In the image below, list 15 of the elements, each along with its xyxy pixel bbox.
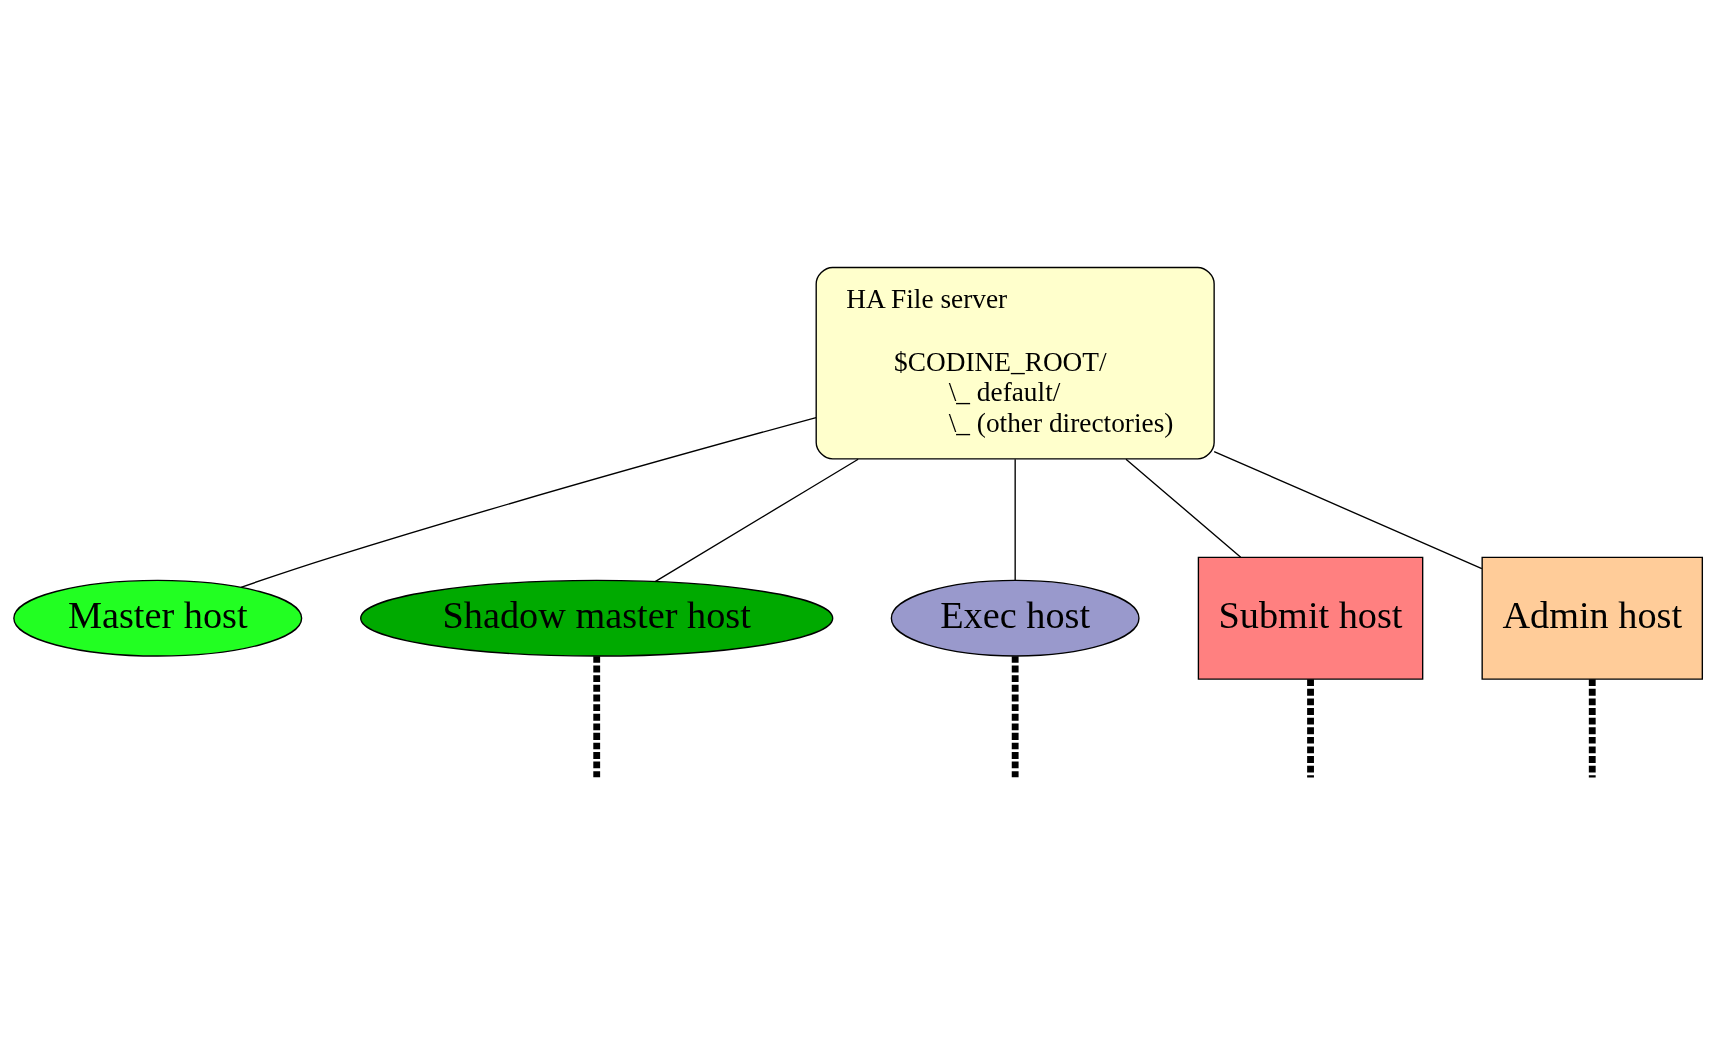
connector <box>1307 678 1314 777</box>
connector <box>240 416 817 588</box>
connector <box>654 458 859 582</box>
connector <box>1014 458 1016 581</box>
connector <box>1588 678 1596 777</box>
node-box: Submit host <box>1197 556 1424 680</box>
node-box: HA File server $CODINE_ROOT/ \_ default/ \_ (other directories) <box>815 266 1215 460</box>
node-ellipse: Shadow master host <box>360 579 834 657</box>
connector <box>1011 655 1019 777</box>
connector <box>593 655 601 777</box>
connector <box>1213 450 1483 569</box>
connector <box>1125 458 1242 558</box>
node-ellipse: Master host <box>13 579 303 657</box>
node-box: Admin host <box>1481 556 1703 680</box>
node-ellipse: Exec host <box>890 579 1140 657</box>
